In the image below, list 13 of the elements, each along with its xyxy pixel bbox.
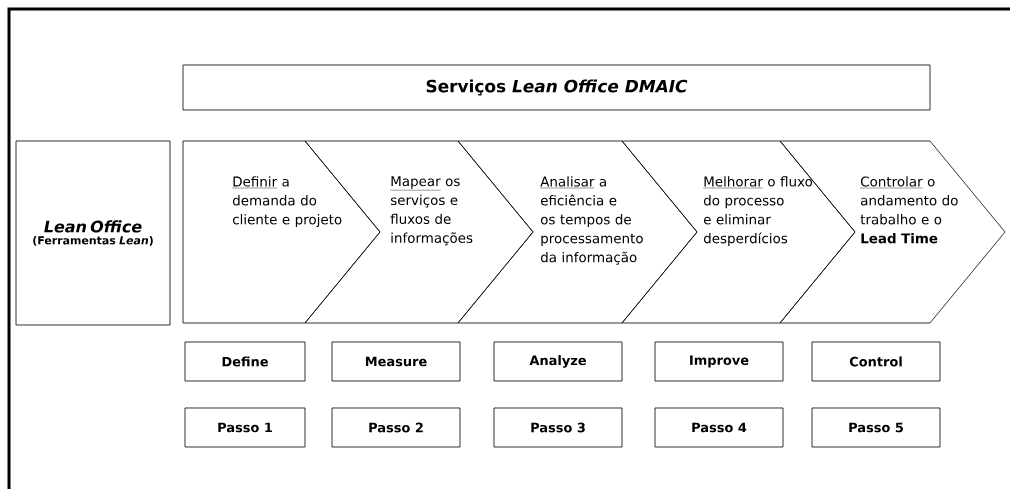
label-box: Lean Office (Ferramentas Lean) [15, 140, 171, 326]
step-box: Passo 2 [331, 407, 461, 448]
phase-box: Measure [331, 341, 461, 382]
phase-box: Improve [654, 341, 784, 382]
chevron-step: Definir a demanda do cliente e projeto [182, 140, 381, 324]
phase-box: Control [811, 341, 941, 382]
phase-box: Analyze [493, 341, 623, 382]
step-box: Passo 5 [811, 407, 941, 448]
step-box: Passo 4 [654, 407, 784, 448]
step-box: Passo 1 [184, 407, 306, 448]
step-box: Passo 3 [493, 407, 623, 448]
title-box: Serviços Lean Office DMAIC [182, 64, 931, 111]
phase-box: Define [184, 341, 306, 382]
